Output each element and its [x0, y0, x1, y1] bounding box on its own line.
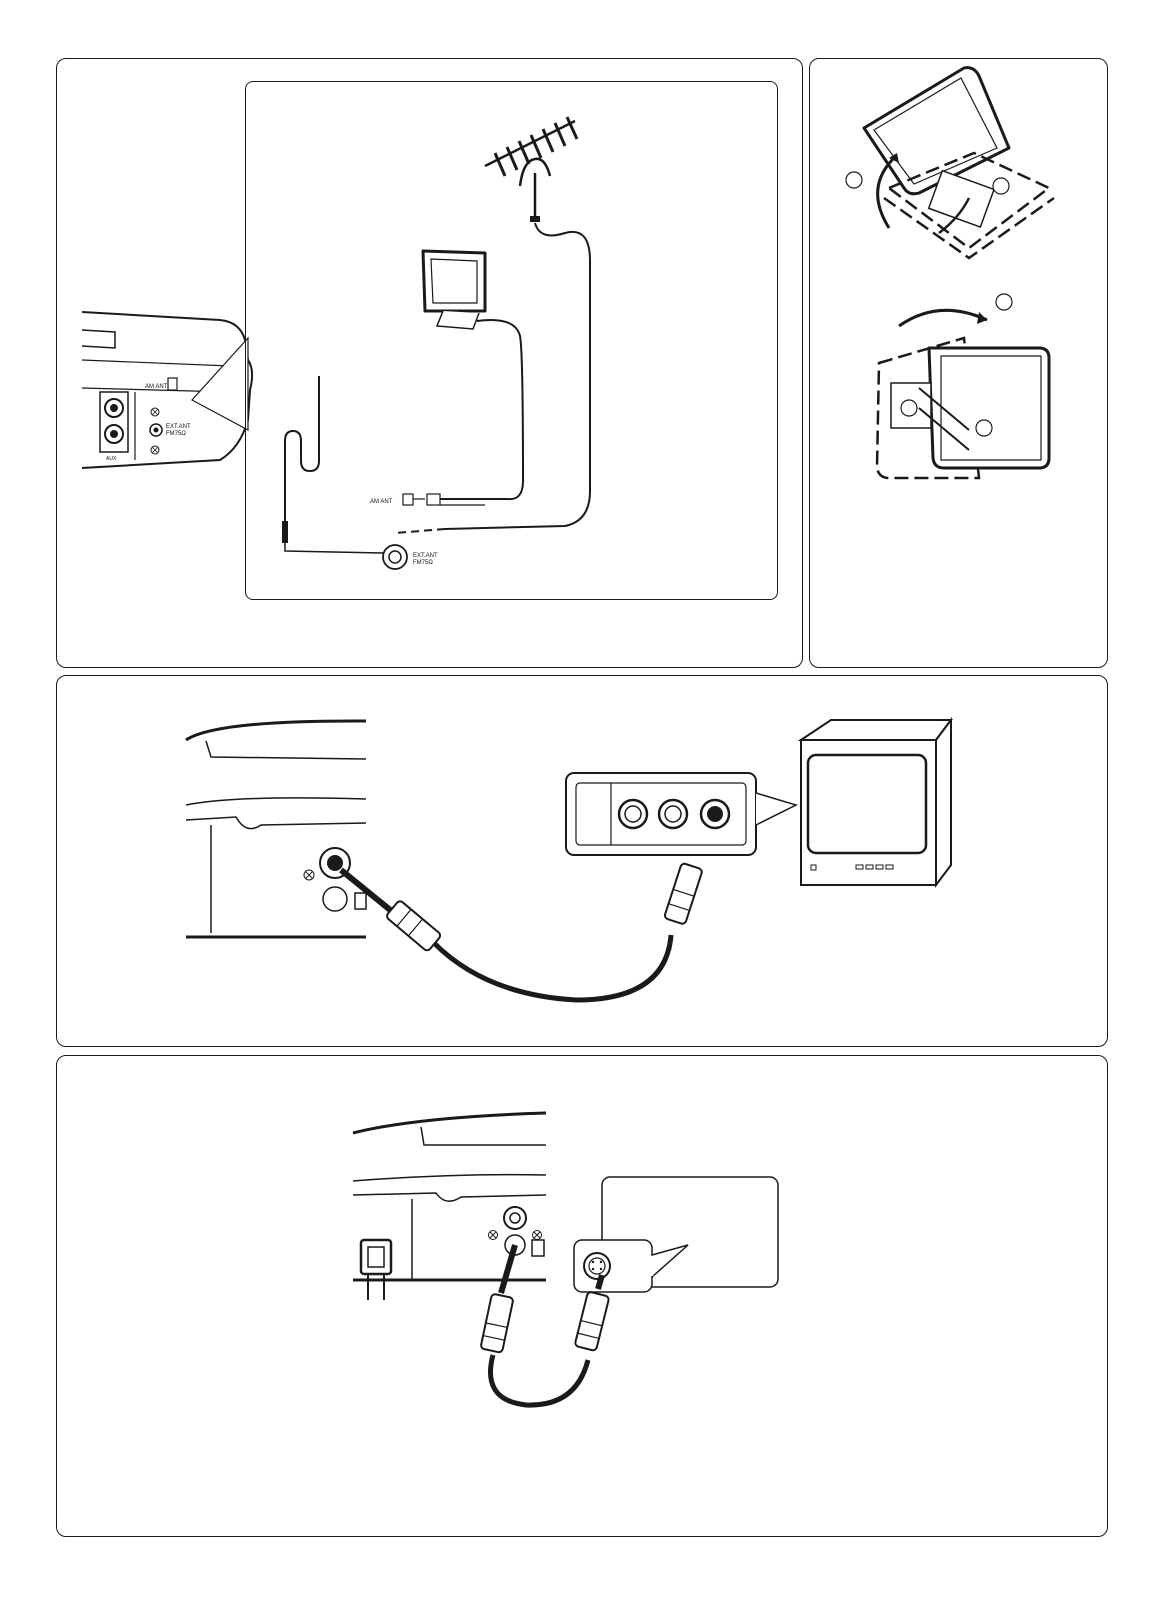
antenna-detail-drawing: AM ANT EXT.ANT FM75Ω: [245, 81, 776, 598]
video-connection-drawing: [56, 675, 1106, 1045]
loop-assembly-drawing: [809, 58, 1106, 666]
svideo-plug-icon: [480, 1294, 513, 1353]
detail-am-ant-label: AM ANT: [370, 499, 393, 505]
tv-svideo-callout: [574, 1177, 778, 1292]
svideo-plug-icon: [575, 1291, 610, 1351]
detail-ext-ant-label: EXT.ANT: [413, 553, 438, 559]
unit-aux-label: AUX: [106, 456, 117, 462]
unit-ext-ant-label: EXT.ANT: [166, 424, 191, 430]
unit-rear-partial: [353, 1113, 546, 1300]
unit-rear-partial: [186, 721, 366, 937]
rca-plug-icon: [664, 863, 703, 925]
unit-am-ant-label: AM ANT: [145, 384, 168, 390]
unit-rear-view: AM ANT EXT.ANT FM75Ω AUX: [80, 300, 255, 485]
unit-fm75-label: FM75Ω: [166, 431, 186, 437]
step-circle-2: [993, 178, 1009, 194]
tv-monitor-icon: [801, 720, 951, 885]
tv-input-callout: [566, 773, 796, 855]
outdoor-fm-antenna-icon: [395, 117, 590, 533]
fm-wire-antenna-icon: EXT.ANT FM75Ω: [282, 376, 438, 569]
loop-mount-icon: [877, 294, 1049, 478]
svideo-connection-drawing: [56, 1055, 1106, 1535]
am-loop-antenna-icon: AM ANT: [370, 251, 523, 505]
loop-stand-unfold-icon: [846, 68, 1054, 258]
step-circle-5: [976, 420, 992, 436]
detail-fm75-label: FM75Ω: [413, 560, 433, 566]
step-circle-3: [996, 294, 1012, 310]
step-circle-4: [901, 400, 917, 416]
step-circle-1: [846, 172, 862, 188]
